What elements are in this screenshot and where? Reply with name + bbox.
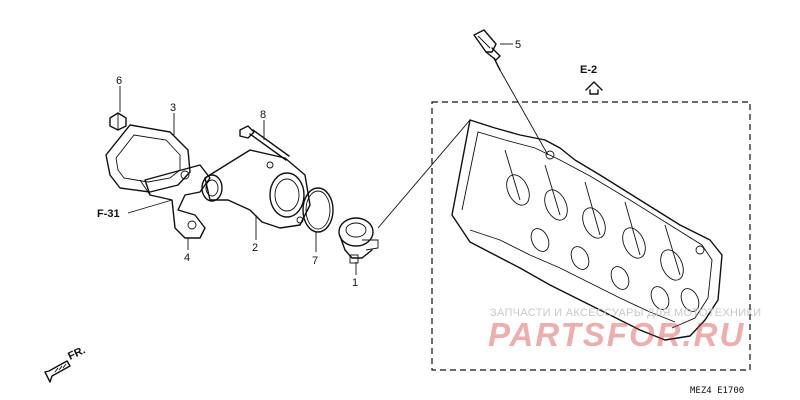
cylinder-head-frame xyxy=(431,101,751,371)
e2-reference-label: E-2 xyxy=(580,64,597,76)
callout-3: 3 xyxy=(170,102,176,114)
drawing-code: MEZ4 E1700 xyxy=(690,386,744,396)
f31-leader xyxy=(127,199,173,214)
front-direction-arrow-icon xyxy=(44,360,71,383)
callout-2: 2 xyxy=(252,242,258,254)
part-3-cover xyxy=(105,124,191,196)
callout-1: 1 xyxy=(352,277,358,289)
watermark-brand: PARTSFOR.RU xyxy=(488,316,746,353)
callout-5: 5 xyxy=(515,39,521,51)
part-6-bolt xyxy=(109,112,127,131)
watermark-tagline: ЗАПЧАСТИ И АКСЕССУАРЫ ДЛЯ МОТОТЕХНИКИ xyxy=(490,307,762,319)
thermostat-leader xyxy=(377,119,471,229)
part-2-thermostat-housing xyxy=(201,149,311,229)
part-8-bolt xyxy=(239,125,290,161)
part-5-temperature-sensor xyxy=(473,29,501,71)
callout-6: 6 xyxy=(116,75,122,87)
callout-7: 7 xyxy=(312,255,318,267)
e2-reference-arrow xyxy=(585,81,603,95)
part-7-o-ring xyxy=(302,187,334,233)
sensor-to-head-leader xyxy=(499,69,549,156)
callout-8: 8 xyxy=(260,109,266,121)
cylinder-head xyxy=(451,119,723,341)
front-label: FR. xyxy=(66,344,87,362)
part-4-bracket xyxy=(144,164,211,239)
f31-reference-label: F-31 xyxy=(97,208,120,220)
part-1-thermostat xyxy=(338,217,379,264)
callout-4: 4 xyxy=(184,252,190,264)
